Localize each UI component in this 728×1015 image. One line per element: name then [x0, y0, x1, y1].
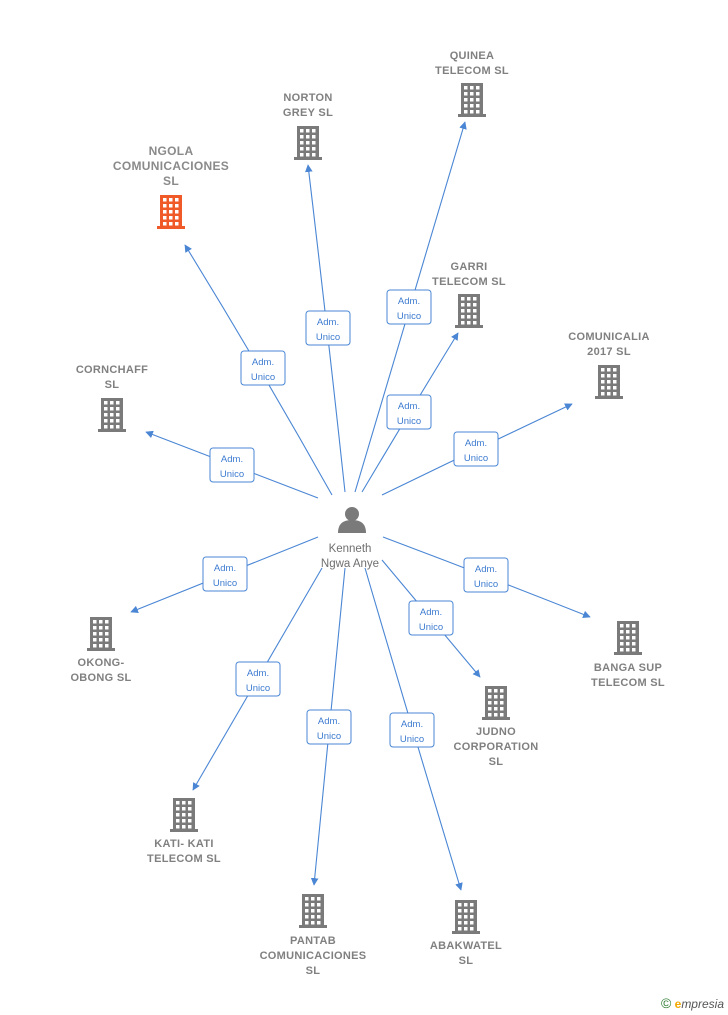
company-label: JUDNO: [476, 726, 516, 738]
building-icon: [87, 617, 115, 651]
building-icon: [157, 195, 185, 229]
relation-badge-text: Adm.: [318, 716, 340, 727]
relation-badge-text: Unico: [220, 469, 244, 480]
relation-badge-text: Unico: [419, 622, 443, 633]
relation-badge-text: Adm.: [221, 454, 243, 465]
footer-brand: © empresia: [661, 995, 724, 1011]
company-label: NGOLA: [149, 144, 194, 158]
relation-badge-abakwatel[interactable]: Adm. Unico: [389, 712, 435, 748]
relation-badge-text: Unico: [397, 311, 421, 322]
relation-badge-text: Unico: [400, 734, 424, 745]
edges-layer: [130, 121, 591, 891]
company-node-okong[interactable]: OKONG- OBONG SL: [70, 617, 131, 684]
person-icon: [338, 507, 366, 533]
relation-badge-garri[interactable]: Adm. Unico: [386, 394, 432, 430]
building-icon: [294, 126, 322, 160]
company-label: CORNCHAFF: [76, 364, 148, 376]
company-node-cornchaff[interactable]: CORNCHAFF SL: [76, 364, 148, 432]
company-label: TELECOM SL: [435, 65, 509, 77]
company-label: ABAKWATEL: [430, 940, 502, 952]
badges-layer: Adm.UnicoAdm.UnicoAdm.UnicoAdm.UnicoAdm.…: [202, 289, 509, 748]
relation-badge-text: Adm.: [401, 719, 423, 730]
company-label: TELECOM SL: [591, 677, 665, 689]
person-name-line-2: Ngwa Anye: [321, 558, 379, 570]
relation-badge-text: Unico: [213, 578, 237, 589]
copyright-icon: ©: [660, 995, 672, 1011]
relation-badge-text: Unico: [316, 332, 340, 343]
company-label: QUINEA: [450, 50, 495, 62]
building-icon: [170, 798, 198, 832]
relation-badge-text: Adm.: [214, 563, 236, 574]
relation-badge-ngola[interactable]: Adm. Unico: [240, 350, 286, 386]
company-label: BANGA SUP: [594, 662, 662, 674]
company-node-banga[interactable]: BANGA SUP TELECOM SL: [591, 621, 665, 689]
company-label: SL: [163, 174, 179, 188]
company-label: TELECOM SL: [432, 276, 506, 288]
building-icon: [595, 365, 623, 399]
company-label: SL: [306, 965, 321, 977]
person-name-line-1: Kenneth: [329, 543, 372, 555]
company-label: PANTAB: [290, 935, 336, 947]
relation-badge-text: Unico: [246, 683, 270, 694]
company-node-norton[interactable]: NORTON GREY SL: [283, 92, 333, 160]
relation-badge-text: Unico: [464, 453, 488, 464]
relation-badge-text: Unico: [251, 372, 275, 383]
company-node-garri[interactable]: GARRI TELECOM SL: [432, 261, 506, 328]
relation-badge-cornchaff[interactable]: Adm. Unico: [209, 447, 255, 483]
company-label: CORPORATION: [454, 741, 539, 753]
building-icon: [452, 900, 480, 934]
brand-logo: empresia: [674, 997, 724, 1011]
company-label: COMUNICACIONES: [260, 950, 367, 962]
relation-badge-text: Adm.: [475, 564, 497, 575]
relation-badge-text: Unico: [397, 416, 421, 427]
building-icon: [614, 621, 642, 655]
company-label: SL: [459, 955, 474, 967]
building-icon: [98, 398, 126, 432]
company-node-abakwatel[interactable]: ABAKWATEL SL: [430, 900, 502, 967]
relation-badge-kati[interactable]: Adm. Unico: [235, 661, 281, 697]
relation-badge-text: Unico: [474, 579, 498, 590]
company-label: SL: [489, 756, 504, 768]
relation-badge-text: Adm.: [420, 607, 442, 618]
relation-badge-pantab[interactable]: Adm. Unico: [306, 709, 352, 745]
company-node-quinea[interactable]: QUINEA TELECOM SL: [435, 50, 509, 117]
company-label: TELECOM SL: [147, 853, 221, 865]
relation-badge-text: Unico: [317, 731, 341, 742]
company-label: COMUNICACIONES: [113, 159, 229, 173]
company-node-kati[interactable]: KATI- KATI TELECOM SL: [147, 798, 221, 865]
relation-badge-banga[interactable]: Adm. Unico: [463, 557, 509, 593]
company-label: COMUNICALIA: [568, 331, 650, 343]
relation-badge-text: Adm.: [398, 296, 420, 307]
company-label: KATI- KATI: [154, 838, 213, 850]
company-label: GARRI: [451, 261, 488, 273]
relation-badge-comunicalia[interactable]: Adm. Unico: [453, 431, 499, 467]
relation-badge-text: Adm.: [398, 401, 420, 412]
relation-badge-text: Adm.: [317, 317, 339, 328]
relation-badge-quinea[interactable]: Adm. Unico: [386, 289, 432, 325]
relation-badge-judno[interactable]: Adm. Unico: [408, 600, 454, 636]
relation-badge-norton[interactable]: Adm. Unico: [305, 310, 351, 346]
company-node-comunicalia[interactable]: COMUNICALIA 2017 SL: [568, 331, 650, 399]
company-node-pantab[interactable]: PANTAB COMUNICACIONES SL: [260, 894, 367, 977]
relation-badge-text: Adm.: [252, 357, 274, 368]
building-icon: [299, 894, 327, 928]
relation-badge-text: Adm.: [465, 438, 487, 449]
relation-badge-text: Adm.: [247, 668, 269, 679]
building-icon: [455, 294, 483, 328]
company-label: 2017 SL: [587, 346, 631, 358]
company-label: SL: [105, 379, 120, 391]
center-person-node[interactable]: Kenneth Ngwa Anye: [321, 507, 379, 570]
building-icon: [482, 686, 510, 720]
company-label: NORTON: [283, 92, 332, 104]
company-node-judno[interactable]: JUDNO CORPORATION SL: [454, 686, 539, 768]
building-icon: [458, 83, 486, 117]
company-label: GREY SL: [283, 107, 333, 119]
company-label: OBONG SL: [70, 672, 131, 684]
company-label: OKONG-: [77, 657, 124, 669]
relation-badge-okong[interactable]: Adm. Unico: [202, 556, 248, 592]
